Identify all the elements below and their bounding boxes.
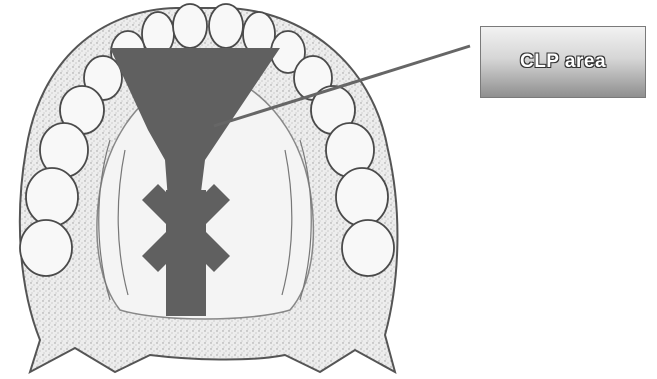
callout-label: CLP area xyxy=(520,51,606,73)
callout-label-box: CLP area xyxy=(480,26,646,98)
